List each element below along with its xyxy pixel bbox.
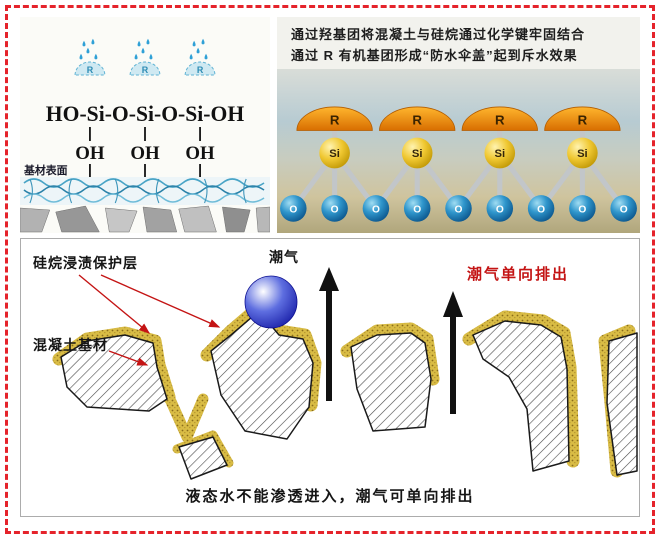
one-way-discharge-label: 潮气单向排出 — [467, 266, 570, 283]
umbrella-dome — [129, 61, 161, 76]
rain-drop-icon — [189, 38, 208, 60]
oh-group-label: OH — [185, 143, 215, 164]
concrete-block — [606, 332, 638, 476]
umbrella-r-label: R — [142, 65, 149, 75]
vapor-arrowheads — [319, 267, 463, 317]
concrete-block — [210, 310, 314, 440]
concrete-block — [60, 334, 168, 412]
hydroxyl-bonding-panel: R R — [20, 17, 270, 233]
si-atom-label: Si — [494, 148, 505, 160]
oh-group-label: OH — [130, 143, 160, 164]
r-group-label: R — [330, 112, 340, 127]
si-sphere — [484, 137, 516, 169]
concrete-fragment — [178, 436, 228, 480]
si-oh-bonds — [89, 127, 201, 141]
o-atom-label: O — [413, 204, 421, 215]
o-atom-label: O — [331, 204, 339, 215]
umbrella-icon: R — [74, 38, 106, 76]
o-sphere — [362, 195, 390, 222]
substrate-surface-label: 基材表面 — [23, 163, 68, 177]
si-sphere — [567, 137, 598, 169]
rain-drop-icon — [134, 38, 153, 60]
r-dome — [379, 106, 456, 131]
caption-line-2: 通过 R 有机基团形成“防水伞盖”起到斥水效果 — [291, 48, 578, 63]
umbrella-r-label: R — [197, 65, 204, 75]
concrete-block — [350, 332, 432, 432]
r-dome — [461, 106, 538, 131]
o-sphere — [486, 195, 514, 222]
concrete-aggregate-texture — [20, 205, 270, 233]
molecular-photo: R R R R Si Si Si Si — [277, 69, 640, 233]
o-sphere — [403, 195, 431, 222]
oh-group-label: OH — [75, 143, 105, 164]
si-atoms: Si Si Si Si — [319, 137, 598, 169]
si-sphere — [319, 137, 350, 169]
cross-section-panel: 硅烷浸渍保护层 混凝土基材 潮气 潮气单向排出 液态水不能渗透进入，潮气可单向排… — [20, 238, 640, 517]
o-sphere — [280, 195, 307, 222]
umbrella-dome — [74, 61, 106, 76]
umbrella-dome — [184, 61, 216, 76]
umbrella-icon: R — [184, 38, 216, 76]
o-sphere — [569, 195, 596, 222]
substrate-label: 混凝土基材 — [33, 337, 108, 353]
o-atoms: O O O O O O O O O — [280, 195, 637, 222]
molecular-caption: 通过羟基团将混凝土与硅烷通过化学键牢固结合 通过 R 有机基团形成“防水伞盖”起… — [277, 17, 640, 69]
o-atom-label: O — [496, 204, 504, 215]
vapor-arrows — [326, 287, 456, 414]
o-atom-label: O — [578, 204, 586, 215]
leader-lines — [78, 274, 221, 366]
coating-label: 硅烷浸渍保护层 — [33, 255, 138, 271]
moisture-label: 潮气 — [269, 249, 299, 265]
silane-formula: HO-Si-O-Si-O-Si-OH — [46, 101, 244, 126]
r-domes: R R R R — [296, 106, 621, 131]
o-sphere — [445, 195, 472, 222]
o-atom-label: O — [455, 204, 463, 215]
concrete-blocks — [60, 310, 638, 480]
o-atom-label: O — [620, 204, 628, 215]
o-sphere — [527, 195, 555, 222]
hydroxyl-diagram: R R — [20, 38, 270, 233]
decorative-dashed-border — [5, 5, 655, 534]
o-sphere — [610, 195, 637, 222]
si-atom-label: Si — [412, 148, 423, 160]
o-atom-label: O — [372, 204, 380, 215]
si-sphere — [401, 137, 433, 169]
r-group-label: R — [578, 112, 588, 127]
r-group-label: R — [412, 112, 422, 127]
r-dome — [544, 106, 621, 131]
rain-drop-icon — [79, 38, 98, 60]
caption-line-1: 通过羟基团将混凝土与硅烷通过化学键牢固结合 — [291, 27, 586, 42]
o-atom-label: O — [537, 204, 545, 215]
o-atom-label: O — [289, 204, 297, 215]
umbrella-icon: R — [129, 38, 161, 76]
bottom-caption: 液态水不能渗透进入，潮气可单向排出 — [185, 488, 475, 505]
surface-texture-scribbles — [23, 178, 265, 204]
o-sphere — [321, 195, 348, 222]
si-atom-label: Si — [577, 148, 588, 160]
r-group-label: R — [495, 112, 505, 127]
molecular-structure-panel: 通过羟基团将混凝土与硅烷通过化学键牢固结合 通过 R 有机基团形成“防水伞盖”起… — [277, 17, 640, 233]
molecular-diagram: R R R R Si Si Si Si — [277, 69, 640, 233]
top-row: R R — [20, 17, 640, 233]
oh-surface-bonds — [89, 164, 201, 178]
cross-section-diagram — [52, 267, 638, 480]
umbrella-r-label: R — [87, 65, 94, 75]
si-atom-label: Si — [329, 148, 340, 160]
moisture-sphere — [244, 275, 298, 329]
concrete-block — [472, 320, 570, 472]
r-dome — [296, 106, 373, 131]
